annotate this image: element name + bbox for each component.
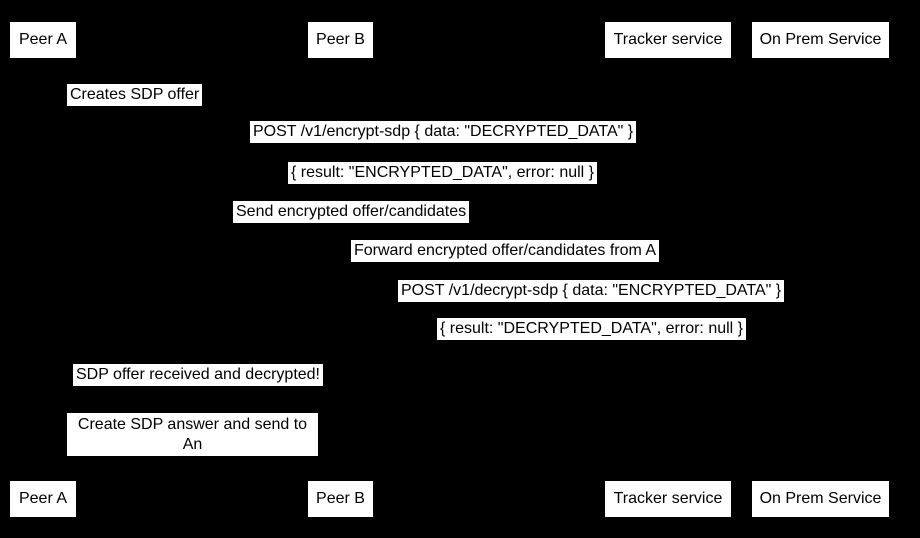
actor-peer-a-top: Peer A (10, 22, 76, 58)
actor-peer-a-bottom: Peer A (10, 481, 76, 517)
message-result-encrypted-data: { result: "ENCRYPTED_DATA", error: null … (288, 162, 598, 184)
actor-on-prem-service-bottom: On Prem Service (752, 481, 889, 517)
actor-tracker-service-top: Tracker service (605, 22, 731, 58)
actor-on-prem-service-top: On Prem Service (752, 22, 889, 58)
message-result-decrypted-data: { result: "DECRYPTED_DATA", error: null … (437, 318, 747, 340)
message-send-encrypted-offer: Send encrypted offer/candidates (233, 201, 470, 223)
actor-tracker-service-bottom: Tracker service (605, 481, 731, 517)
actor-peer-b-top: Peer B (308, 22, 373, 58)
message-creates-sdp-offer: Creates SDP offer (67, 84, 203, 106)
note-create-sdp-answer: Create SDP answer and send to An using t… (67, 413, 318, 473)
message-sdp-offer-received: SDP offer received and decrypted! (73, 364, 323, 386)
message-forward-encrypted-offer: Forward encrypted offer/candidates from … (351, 240, 660, 262)
message-post-decrypt-sdp: POST /v1/decrypt-sdp { data: "ENCRYPTED_… (398, 280, 785, 302)
actor-peer-b-bottom: Peer B (308, 481, 373, 517)
message-post-encrypt-sdp: POST /v1/encrypt-sdp { data: "DECRYPTED_… (250, 121, 637, 143)
note-line-2: using the same mechanism (95, 456, 290, 473)
note-line-1: Create SDP answer and send to An (77, 416, 308, 453)
